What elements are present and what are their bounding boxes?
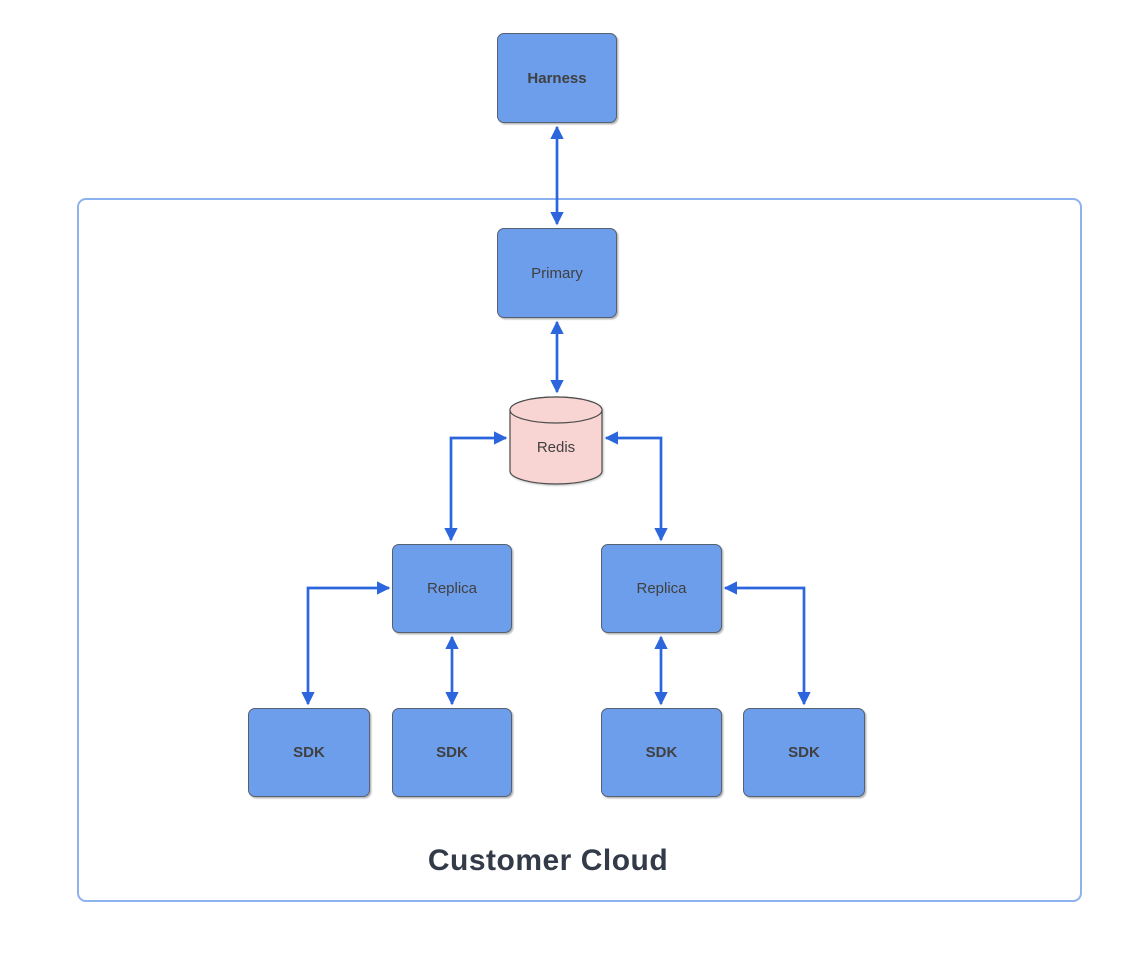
- database-cylinder-icon: [509, 396, 603, 485]
- replica-right-node-label: Replica: [636, 580, 687, 597]
- redis-database-node: Redis: [509, 396, 603, 485]
- sdk-node-4: SDK: [743, 708, 865, 797]
- sdk-node-3: SDK: [601, 708, 722, 797]
- sdk-node-1-label: SDK: [293, 744, 325, 761]
- sdk-node-2-label: SDK: [436, 744, 468, 761]
- replica-left-node: Replica: [392, 544, 512, 633]
- harness-node: Harness: [497, 33, 617, 123]
- replica-left-node-label: Replica: [426, 580, 478, 597]
- replica-right-node: Replica: [601, 544, 722, 633]
- customer-cloud-group-label: Customer Cloud: [427, 844, 669, 877]
- sdk-node-4-label: SDK: [788, 744, 820, 761]
- customer-cloud-group-border: [77, 198, 1082, 902]
- sdk-node-1: SDK: [248, 708, 370, 797]
- sdk-node-2: SDK: [392, 708, 512, 797]
- harness-node-label: Harness: [527, 69, 587, 87]
- primary-node: Primary: [497, 228, 617, 318]
- redis-node-label: Redis: [536, 439, 576, 456]
- primary-node-label: Primary: [531, 264, 583, 282]
- sdk-node-3-label: SDK: [645, 744, 678, 761]
